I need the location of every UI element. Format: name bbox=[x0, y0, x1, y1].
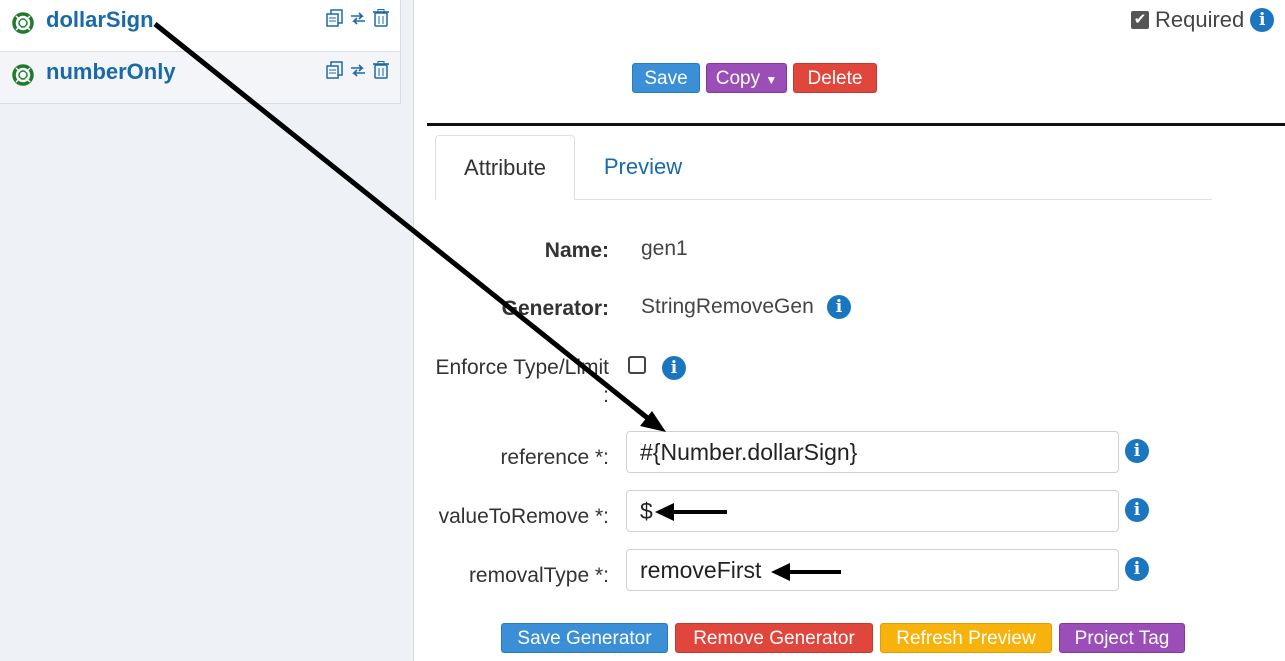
remove-generator-button[interactable]: Remove Generator bbox=[675, 623, 873, 653]
sidebar-item-actions bbox=[325, 8, 391, 28]
sidebar-item-label[interactable]: numberOnly bbox=[46, 59, 176, 84]
reference-label: reference *: bbox=[500, 446, 609, 469]
name-value: gen1 bbox=[641, 237, 688, 260]
lifebuoy-icon bbox=[12, 64, 34, 86]
enforce-type-colon: : bbox=[603, 384, 609, 407]
sidebar-item-dollarsign[interactable]: dollarSign bbox=[0, 0, 401, 52]
removal-type-input[interactable]: removeFirst bbox=[626, 549, 1119, 591]
removal-type-label: removalType *: bbox=[468, 564, 609, 587]
copy-dropdown-button[interactable]: Copy ▼ bbox=[706, 63, 787, 93]
value-to-remove-label: valueToRemove *: bbox=[438, 505, 609, 528]
reference-input[interactable]: #{Number.dollarSign} bbox=[626, 431, 1119, 473]
info-icon[interactable]: i bbox=[1250, 8, 1275, 32]
trash-icon[interactable] bbox=[371, 60, 391, 80]
info-icon[interactable]: i bbox=[1125, 439, 1149, 463]
copy-label: Copy bbox=[715, 68, 761, 89]
delete-button[interactable]: Delete bbox=[793, 63, 877, 93]
sidebar-item-numberonly[interactable]: numberOnly bbox=[0, 52, 401, 104]
refresh-preview-button[interactable]: Refresh Preview bbox=[880, 623, 1052, 653]
tab-attribute[interactable]: Attribute bbox=[435, 135, 575, 200]
sidebar-item-actions bbox=[325, 60, 391, 80]
sidebar-item-label[interactable]: dollarSign bbox=[46, 7, 154, 32]
enforce-type-checkbox[interactable] bbox=[628, 356, 646, 374]
info-icon[interactable]: i bbox=[827, 295, 851, 319]
required-toggle[interactable]: ✔ Required i bbox=[1131, 7, 1275, 33]
name-label: Name: bbox=[544, 239, 609, 262]
info-icon[interactable]: i bbox=[662, 356, 686, 380]
save-generator-button[interactable]: Save Generator bbox=[501, 623, 668, 653]
arrow-head bbox=[640, 411, 666, 432]
copy-icon[interactable] bbox=[325, 60, 345, 80]
required-checkbox[interactable]: ✔ bbox=[1131, 11, 1149, 29]
info-icon[interactable]: i bbox=[1125, 498, 1149, 522]
tabs-baseline bbox=[435, 199, 1212, 200]
copy-icon[interactable] bbox=[325, 8, 345, 28]
tab-preview[interactable]: Preview bbox=[603, 154, 683, 179]
generator-sidebar: dollarSign bbox=[0, 0, 414, 661]
value-to-remove-input[interactable]: $ bbox=[626, 490, 1119, 532]
caret-down-icon: ▼ bbox=[765, 73, 778, 87]
lifebuoy-icon bbox=[12, 12, 34, 34]
required-label: Required bbox=[1155, 7, 1245, 32]
generator-label: Generator: bbox=[501, 297, 609, 320]
enforce-type-label: Enforce Type/Limit bbox=[435, 356, 609, 379]
swap-icon[interactable] bbox=[348, 8, 368, 28]
section-divider bbox=[427, 123, 1285, 126]
generator-value: StringRemoveGen bbox=[641, 295, 814, 318]
trash-icon[interactable] bbox=[371, 8, 391, 28]
project-tag-button[interactable]: Project Tag bbox=[1059, 623, 1185, 653]
info-icon[interactable]: i bbox=[1125, 557, 1149, 581]
save-button[interactable]: Save bbox=[632, 63, 700, 93]
swap-icon[interactable] bbox=[348, 60, 368, 80]
